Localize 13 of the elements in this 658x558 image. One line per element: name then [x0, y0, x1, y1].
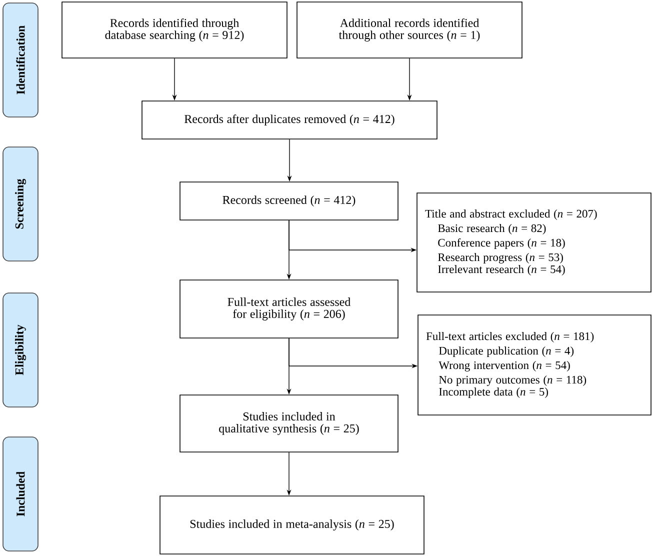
stage-band: Identification: [2, 2, 38, 118]
stage-band: Eligibility: [2, 292, 38, 408]
process-box: Studies included in meta-analysis (n = 25): [160, 496, 424, 554]
stage-band: Included: [2, 436, 38, 552]
process-box: Records screened (n = 412): [180, 182, 398, 220]
exclusion-box: Title and abstract excluded (n = 207) Basic research (n = 82) Conference papers (n = 18) Research progress (n = 53) Irrelevant research (n = 54): [416, 192, 652, 292]
process-box: Studies included in qualitative synthesis (n = 25): [180, 394, 398, 452]
process-box: Additional records identified through other sources (n = 1): [296, 2, 522, 58]
process-box: Records identified through database searching (n = 912): [62, 2, 288, 58]
process-box: Records after duplicates removed (n = 412): [142, 100, 438, 140]
process-box: Full-text articles assessed for eligibility (n = 206): [180, 280, 398, 338]
exclusion-box: Full-text articles excluded (n = 181) Duplicate publication (n = 4) Wrong intervention (n = 54) No primary outcomes (n = 118) Incomplete data (n = 5): [418, 314, 652, 416]
stage-band: Screening: [2, 146, 38, 262]
